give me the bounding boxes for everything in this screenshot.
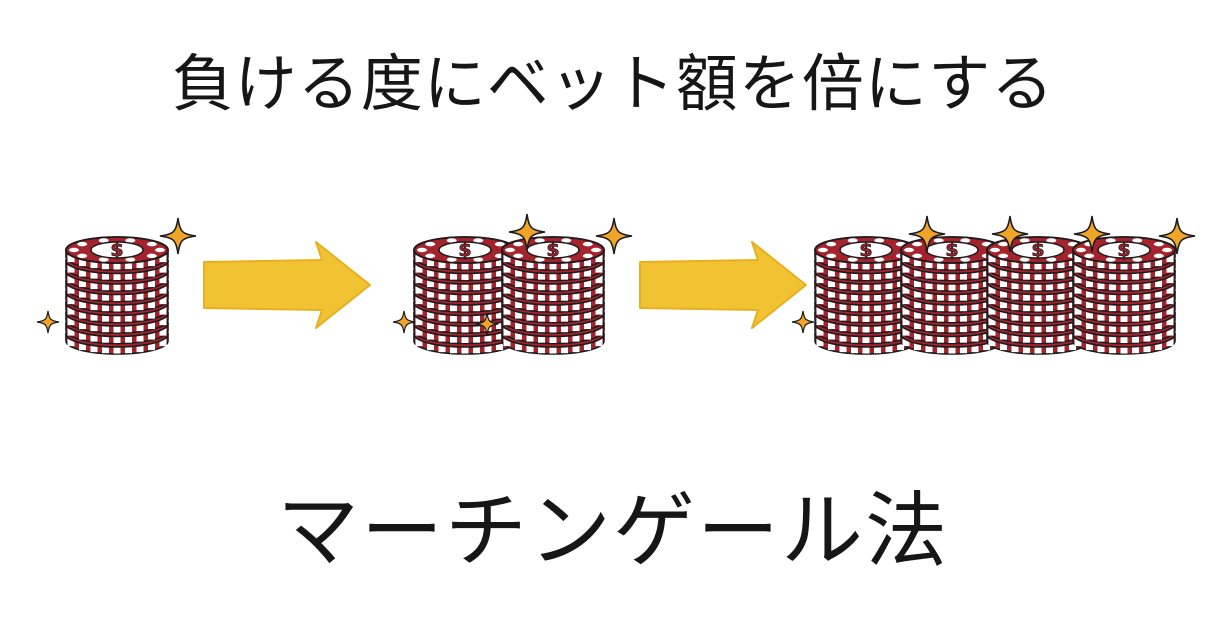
sparkle-icon	[791, 310, 815, 334]
sparkle-icon	[36, 310, 60, 334]
headline: 負ける度にベット額を倍にする	[171, 47, 1055, 120]
sparkle-icon	[392, 310, 416, 334]
chip-stack-icon: $	[413, 236, 517, 355]
chip-stack-icon: $	[1072, 236, 1176, 355]
arrow-right-icon	[639, 241, 807, 329]
chip-symbol: $	[1117, 239, 1130, 261]
chip-stack-icon: $	[900, 236, 1004, 355]
method-title: マーチンゲール法	[276, 484, 949, 579]
chip-stack-icon: $	[501, 236, 605, 355]
chip-stack-icon: $	[814, 236, 918, 355]
arrow-right-icon	[203, 241, 371, 329]
chip-symbol: $	[546, 239, 559, 261]
chip-symbol: $	[458, 239, 471, 261]
chip-progression-illustration: $ $ $ $ $ $ $	[36, 213, 1196, 355]
chip-stack-icon: $	[65, 236, 169, 355]
chip-symbol: $	[945, 239, 958, 261]
chip-symbol: $	[1031, 239, 1044, 261]
chip-symbol: $	[859, 239, 872, 261]
chip-symbol: $	[110, 239, 123, 261]
